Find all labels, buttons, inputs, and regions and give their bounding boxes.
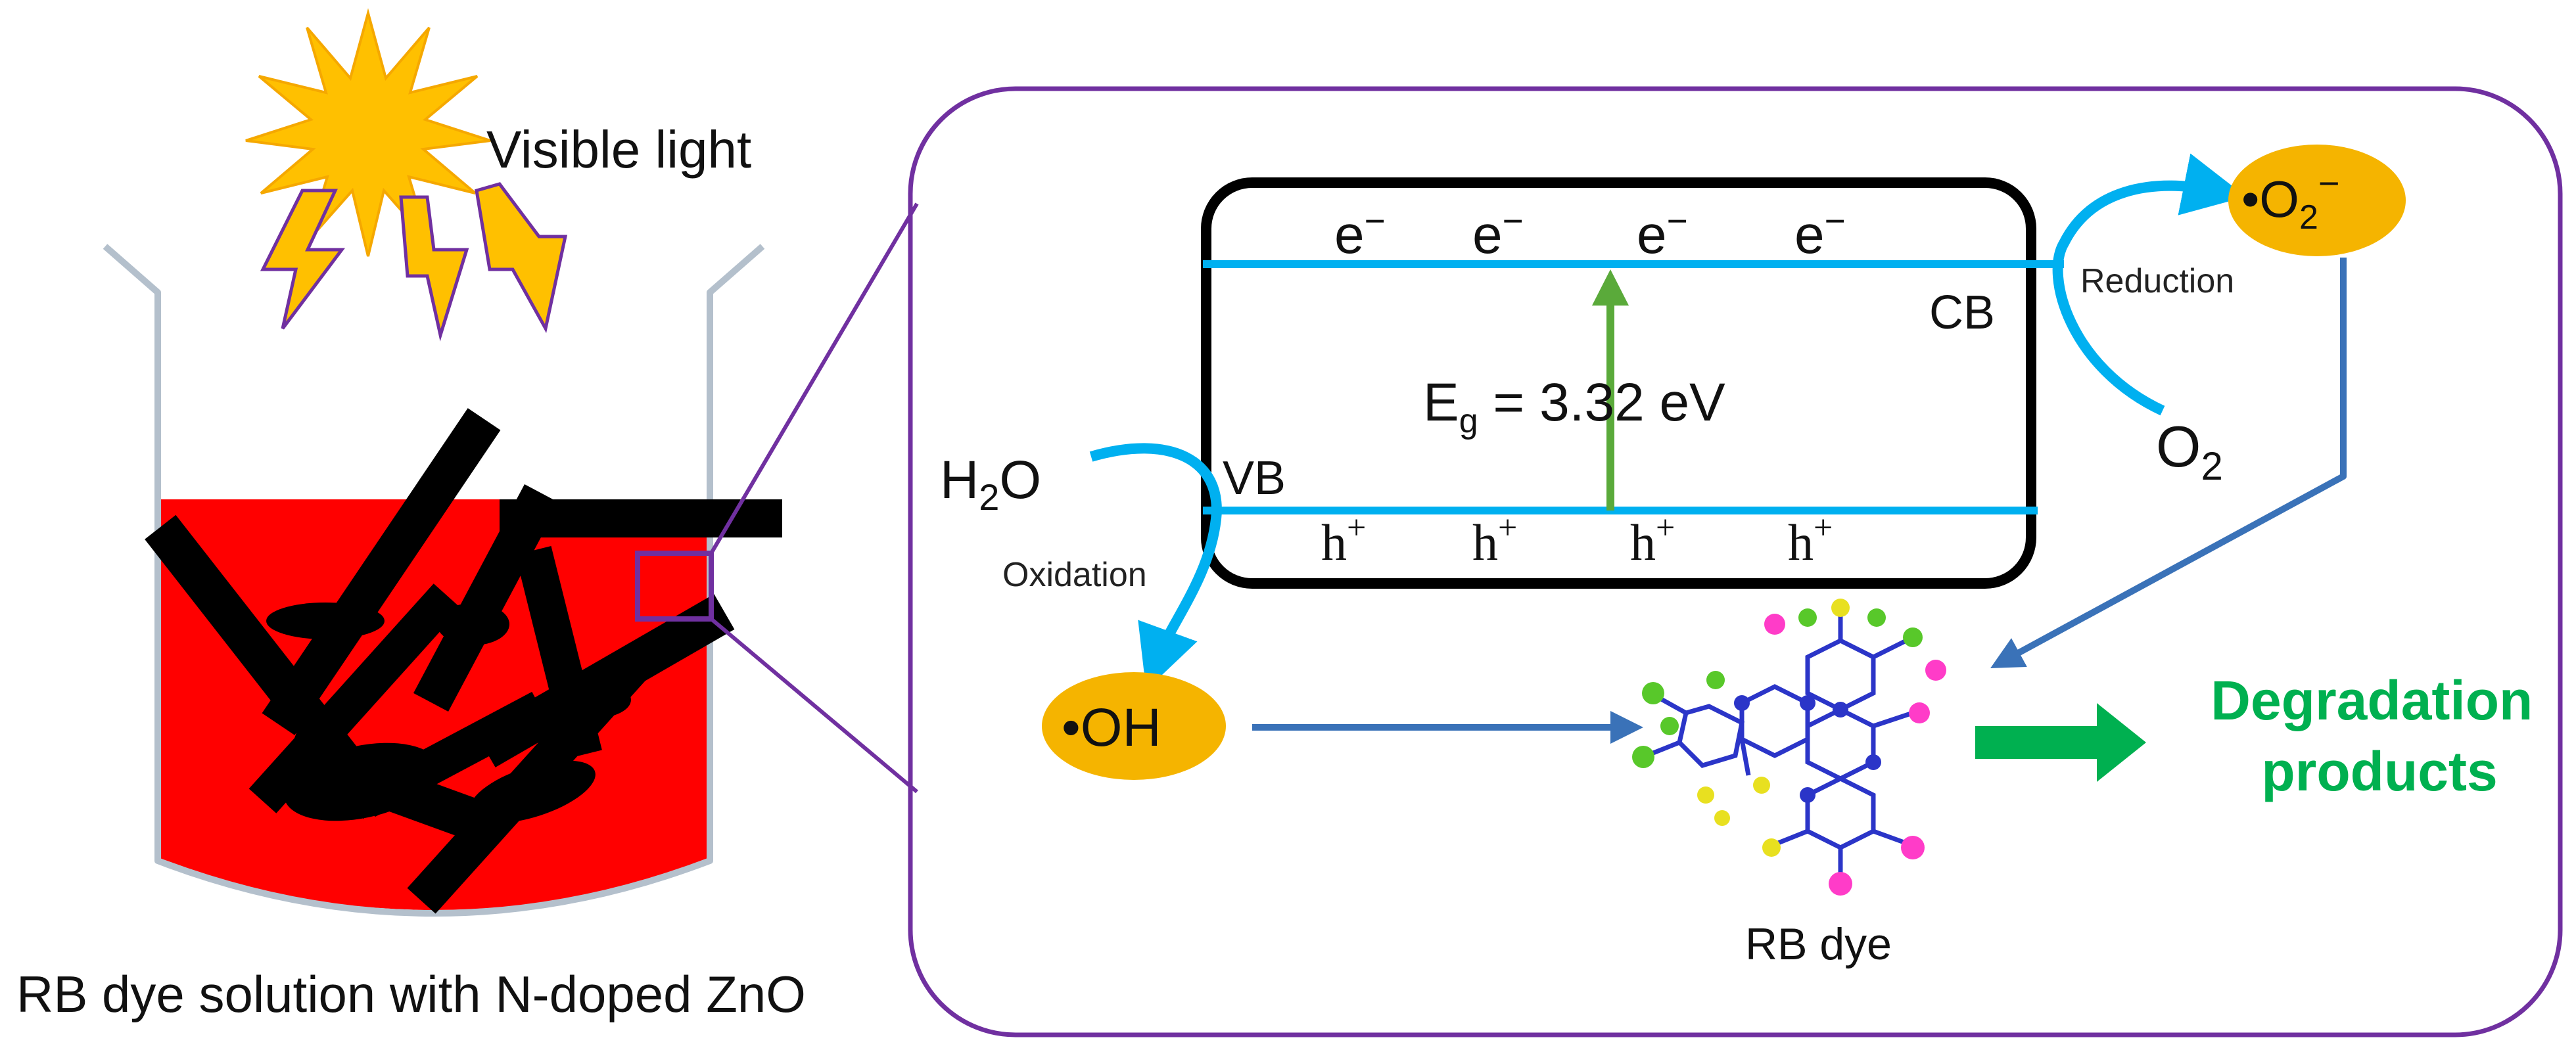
- rb-dye-molecule-icon: [1632, 599, 1946, 896]
- hydroxyl-radical: •OH: [1042, 672, 1226, 780]
- superoxide-to-dye-arrow: [1990, 258, 2347, 668]
- zno-particles: [145, 408, 782, 914]
- electron-label: e−: [1794, 200, 1846, 265]
- water-label: H2O: [940, 450, 1041, 518]
- band-gap-label: Eg = 3.32 eV: [1423, 373, 1725, 440]
- reduction-arrow: [2052, 153, 2247, 416]
- visible-light-label: Visible light: [486, 120, 751, 179]
- oxidation-arrow: [1089, 443, 1222, 691]
- sun-icon: [245, 8, 491, 257]
- hole-label: h+: [1472, 509, 1517, 571]
- electron-label: e−: [1472, 200, 1524, 265]
- beaker-caption: RB dye solution with N-doped ZnO: [16, 965, 806, 1023]
- superoxide-radical: •O2−: [2228, 145, 2406, 256]
- degradation-arrow: [1975, 703, 2146, 782]
- svg-text:•OH: •OH: [1062, 698, 1161, 758]
- beaker: [103, 244, 782, 917]
- hole-label: h+: [1788, 509, 1833, 571]
- excitation-arrow: [1592, 269, 1629, 511]
- hole-label: h+: [1321, 509, 1366, 571]
- light-bolt-icon: [260, 189, 345, 330]
- hole-label: h+: [1630, 509, 1675, 571]
- light-bolt-icon: [475, 182, 568, 334]
- light-bolt-icon: [399, 195, 469, 342]
- hydroxyl-to-dye-arrow: [1252, 711, 1643, 744]
- zoom-region: [635, 551, 714, 622]
- electron-label: e−: [1334, 200, 1386, 265]
- oxidation-label: Oxidation: [1002, 556, 1147, 594]
- vb-label: VB: [1223, 452, 1286, 505]
- reduction-label: Reduction: [2080, 262, 2234, 300]
- cb-label: CB: [1929, 286, 1995, 339]
- svg-text:•O2−: •O2−: [2241, 162, 2340, 237]
- zno-band-box: [1201, 177, 2036, 589]
- degradation-products-label: Degradation products: [2211, 670, 2548, 802]
- rb-dye-label: RB dye: [1745, 919, 1892, 969]
- zoom-line-top: [709, 202, 919, 555]
- beaker-glass: [103, 244, 765, 917]
- zoom-line-bottom: [710, 617, 918, 794]
- oxygen-label: O2: [2156, 414, 2223, 488]
- electron-label: e−: [1637, 200, 1688, 265]
- mechanism-panel: [908, 86, 2563, 1037]
